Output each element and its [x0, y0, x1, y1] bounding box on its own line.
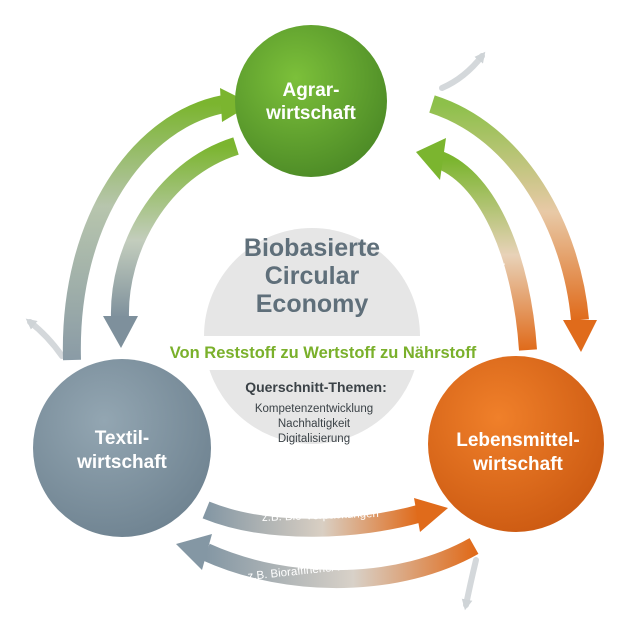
outflow-arrow-lebensmittel [461, 557, 479, 611]
node-lebensmittelwirtschaft [428, 356, 604, 532]
center-title-line1: Biobasierte [244, 234, 380, 262]
themes-heading: Querschnitt-Themen: [245, 379, 387, 395]
theme-item-1: Kompetenzentwicklung [255, 403, 373, 415]
node-agrar-label-line2: wirtschaft [265, 103, 356, 124]
flow-arrow-naturfasern [110, 137, 239, 319]
flow-arrow-bio-verpackungen-head [414, 498, 448, 532]
flow-arrow-naturfasern-head [103, 316, 138, 348]
node-lebensmittel-label-line1: Lebensmittel- [456, 430, 580, 451]
flow-arrow-lebensmittelproduktion-head [563, 320, 597, 352]
flow-arrow-bio-verpackungen [202, 501, 421, 537]
center-title-line2: Circular [265, 262, 360, 290]
center-subtitle: Von Reststoff zu Wertstoff zu Nährstoff [170, 344, 477, 362]
center-title-line3: Economy [256, 290, 369, 318]
flow-arrow-lebensmittelproduktion [429, 95, 589, 321]
node-agrar-label-line1: Agrar- [282, 80, 339, 101]
node-textil-label-line1: Textil- [95, 428, 150, 449]
flow-label-bio-verpackungen: z.B. Bio-Verpackungen [262, 508, 379, 524]
flow-arrow-duengemittel [436, 151, 537, 351]
flow-arrow-bioraffinerie-viskose [202, 538, 479, 589]
flow-arrow-geo-agrartextilien [62, 95, 226, 361]
center-band [160, 336, 464, 370]
outflow-arrow-textil [25, 318, 65, 359]
node-lebensmittel-label-line2: wirtschaft [472, 454, 563, 475]
outflow-arrow-agrar [439, 51, 486, 91]
node-textil-label-line2: wirtschaft [76, 452, 167, 473]
flow-arrow-duengemittel-head [416, 138, 446, 180]
theme-item-3: Digitalisierung [278, 433, 350, 445]
flow-arrow-bioraffinerie-viskose-head [176, 534, 212, 570]
node-agrarwirtschaft [235, 25, 387, 177]
node-textilwirtschaft [33, 359, 211, 537]
theme-item-2: Nachhaltigkeit [278, 418, 351, 430]
